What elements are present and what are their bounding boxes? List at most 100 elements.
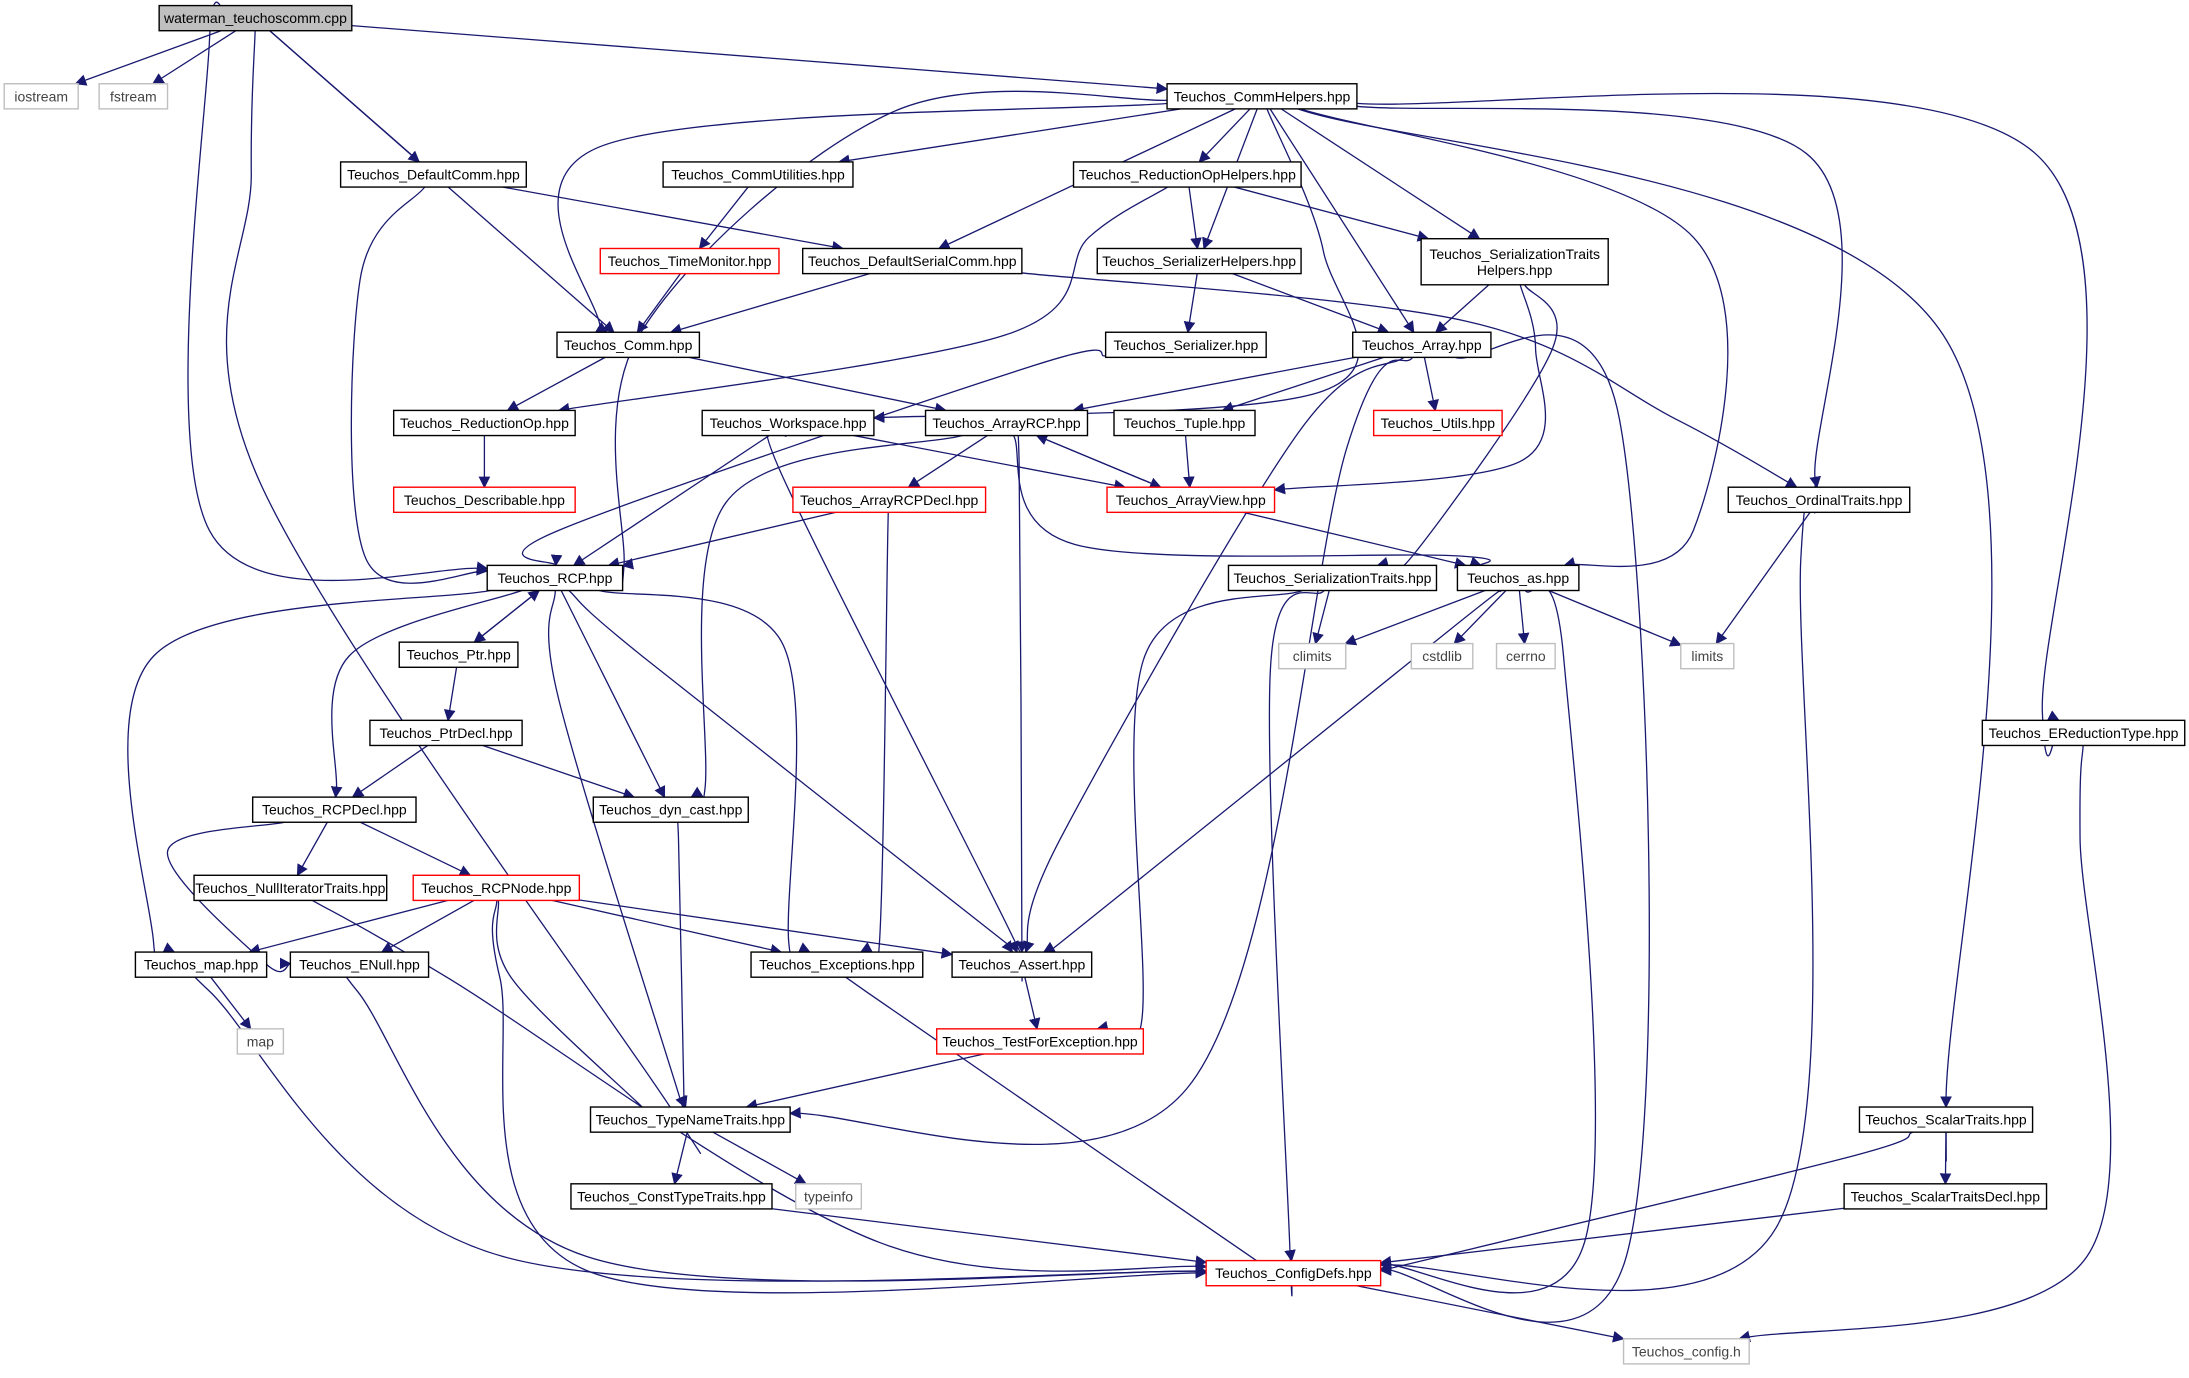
node-n31[interactable]: Teuchos_PtrDecl.hpp	[370, 720, 522, 745]
node-label: Helpers.hpp	[1477, 262, 1553, 278]
node-n24[interactable]: Teuchos_SerializationTraits.hpp	[1228, 565, 1436, 590]
node-label: Teuchos_ScalarTraits.hpp	[1865, 1112, 2027, 1128]
node-n45[interactable]: Teuchos_ConstTypeTraits.hpp	[571, 1184, 772, 1209]
node-n11[interactable]: Teuchos_Comm.hpp	[557, 332, 699, 357]
edge-n0-to-n2	[153, 31, 236, 84]
edge-n22-to-n48	[1381, 493, 1815, 1291]
edge-n23-to-n40	[569, 591, 1034, 967]
node-n13[interactable]: Teuchos_Array.hpp	[1353, 332, 1491, 357]
node-n49: Teuchos_config.h	[1624, 1339, 1750, 1364]
edge-n13-to-n48	[1381, 335, 1650, 1322]
node-n38[interactable]: Teuchos_ENull.hpp	[290, 952, 428, 977]
node-n5[interactable]: Teuchos_CommUtilities.hpp	[663, 162, 853, 187]
node-n19[interactable]: Teuchos_Describable.hpp	[394, 487, 575, 512]
node-n32[interactable]: Teuchos_EReductionType.hpp	[1982, 720, 2184, 745]
edge-n3-to-n11	[558, 104, 1167, 343]
edge-n31-to-n34	[483, 745, 634, 797]
node-label: Teuchos_ConfigDefs.hpp	[1215, 1265, 1372, 1281]
node-label: limits	[1691, 648, 1723, 664]
node-n0[interactable]: waterman_teuchoscomm.cpp	[159, 6, 352, 31]
node-n26[interactable]: Teuchos_Ptr.hpp	[399, 642, 518, 667]
node-n34[interactable]: Teuchos_dyn_cast.hpp	[593, 797, 748, 822]
edge-n8-to-n22	[1022, 273, 1797, 487]
node-n28: cstdlib	[1411, 644, 1472, 669]
edge-n34-to-n43	[674, 813, 685, 1124]
node-n4[interactable]: Teuchos_DefaultComm.hpp	[341, 162, 527, 187]
node-label: Teuchos_DefaultSerialComm.hpp	[808, 253, 1017, 269]
node-n17[interactable]: Teuchos_Tuple.hpp	[1114, 410, 1255, 435]
node-label: iostream	[14, 88, 68, 104]
node-n39[interactable]: Teuchos_Exceptions.hpp	[751, 952, 923, 977]
node-n18[interactable]: Teuchos_Utils.hpp	[1374, 410, 1502, 435]
node-label: Teuchos_ReductionOp.hpp	[400, 415, 569, 431]
node-n16[interactable]: Teuchos_ArrayRCP.hpp	[926, 410, 1088, 435]
node-n22[interactable]: Teuchos_OrdinalTraits.hpp	[1728, 487, 1909, 512]
edge-n16-to-n40	[1011, 417, 1022, 981]
edge-n9-to-n13	[1233, 274, 1389, 333]
node-label: Teuchos_PtrDecl.hpp	[379, 725, 512, 741]
node-label: Teuchos_SerializerHelpers.hpp	[1102, 253, 1296, 269]
node-n43[interactable]: Teuchos_TypeNameTraits.hpp	[591, 1107, 791, 1132]
node-label: Teuchos_CommUtilities.hpp	[671, 167, 845, 183]
node-label: climits	[1293, 648, 1332, 664]
node-n25[interactable]: Teuchos_as.hpp	[1457, 565, 1578, 590]
node-n14[interactable]: Teuchos_ReductionOp.hpp	[394, 410, 575, 435]
node-n29: cerrno	[1497, 644, 1556, 669]
edge-n36-to-n39	[552, 900, 781, 952]
node-label: Teuchos_dyn_cast.hpp	[599, 802, 742, 818]
node-label: Teuchos_RCPDecl.hpp	[262, 802, 407, 818]
node-n33[interactable]: Teuchos_RCPDecl.hpp	[253, 797, 416, 822]
node-label: Teuchos_config.h	[1632, 1343, 1741, 1359]
node-n41: map	[237, 1029, 283, 1054]
edge-n39-to-n48	[832, 967, 1286, 1281]
edge-n25-to-n27	[1345, 591, 1485, 644]
node-label: Teuchos_Comm.hpp	[564, 337, 693, 353]
edge-n11-to-n16	[689, 357, 946, 410]
edge-n25-to-n29	[1519, 591, 1524, 644]
edge-n22-to-n30	[1716, 512, 1810, 643]
edge-n24-to-n48	[1269, 591, 1324, 1296]
node-label: typeinfo	[804, 1188, 853, 1204]
node-n37[interactable]: Teuchos_map.hpp	[135, 952, 266, 977]
node-n42[interactable]: Teuchos_TestForException.hpp	[937, 1029, 1144, 1054]
edge-n45-to-n48	[772, 1209, 1206, 1263]
node-n35[interactable]: Teuchos_NullIteratorTraits.hpp	[194, 875, 387, 900]
node-label: Teuchos_RCP.hpp	[497, 570, 612, 586]
node-label: Teuchos_OrdinalTraits.hpp	[1736, 492, 1903, 508]
edge-n33-to-n36	[360, 822, 470, 875]
edge-n20-to-n39	[861, 494, 889, 976]
node-n20[interactable]: Teuchos_ArrayRCPDecl.hpp	[793, 487, 986, 512]
edge-n15-to-n23	[574, 436, 769, 566]
node-n21[interactable]: Teuchos_ArrayView.hpp	[1107, 487, 1275, 512]
node-n23[interactable]: Teuchos_RCP.hpp	[487, 565, 622, 590]
edge-n0-to-n3	[352, 26, 1167, 89]
node-label: Teuchos_Ptr.hpp	[406, 647, 511, 663]
edge-n26-to-n31	[448, 667, 457, 720]
edge-n13-to-n43	[790, 357, 1412, 1144]
edge-n17-to-n21	[1186, 436, 1190, 488]
node-n3[interactable]: Teuchos_CommHelpers.hpp	[1167, 84, 1357, 109]
edge-n3-to-n5	[839, 109, 1181, 162]
node-n40[interactable]: Teuchos_Assert.hpp	[952, 952, 1092, 977]
node-n12[interactable]: Teuchos_Serializer.hpp	[1106, 332, 1267, 357]
node-n9[interactable]: Teuchos_SerializerHelpers.hpp	[1097, 248, 1301, 273]
node-label: Teuchos_ENull.hpp	[299, 957, 420, 973]
node-n30: limits	[1681, 644, 1734, 669]
node-n15[interactable]: Teuchos_Workspace.hpp	[702, 410, 874, 435]
edge-n3-to-n44	[1298, 109, 1992, 1161]
node-n8[interactable]: Teuchos_DefaultSerialComm.hpp	[803, 248, 1022, 273]
edge-n13-to-n17	[1223, 357, 1384, 410]
node-n44[interactable]: Teuchos_ScalarTraits.hpp	[1859, 1107, 2032, 1132]
edge-n7-to-n11	[637, 274, 680, 333]
node-label: Teuchos_Array.hpp	[1362, 337, 1482, 353]
node-n6[interactable]: Teuchos_ReductionOpHelpers.hpp	[1074, 162, 1302, 187]
edge-n13-to-n18	[1424, 357, 1435, 410]
node-n48[interactable]: Teuchos_ConfigDefs.hpp	[1206, 1261, 1381, 1286]
node-label: Teuchos_Exceptions.hpp	[759, 957, 915, 973]
node-n36[interactable]: Teuchos_RCPNode.hpp	[413, 875, 579, 900]
edge-n43-to-n45	[675, 1132, 688, 1184]
node-n7[interactable]: Teuchos_TimeMonitor.hpp	[600, 248, 779, 273]
node-n47[interactable]: Teuchos_ScalarTraitsDecl.hpp	[1844, 1184, 2046, 1209]
